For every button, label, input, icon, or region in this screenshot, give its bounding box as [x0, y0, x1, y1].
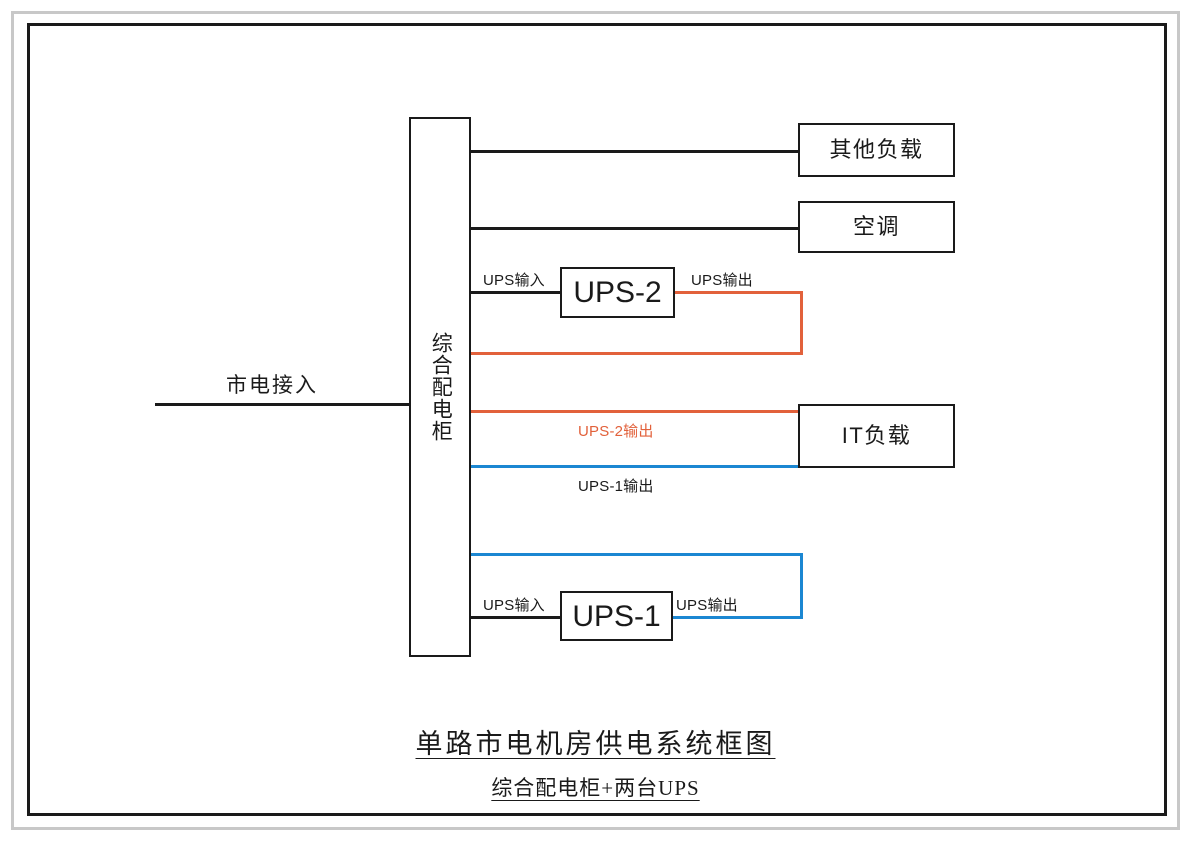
wire-ups1-output-to-it-load	[471, 465, 799, 468]
diagram-subtitle: 综合配电柜+两台UPS	[0, 772, 1191, 802]
wire-cabinet-to-ups2-input	[471, 291, 561, 294]
page-outer-frame	[11, 11, 1180, 830]
diagram-title-text: 单路市电机房供电系统框图	[415, 729, 776, 759]
wire-ups1-output-riser	[800, 553, 803, 619]
node-distribution-cabinet[interactable]: 综合配电柜	[409, 117, 471, 657]
wire-ups1-output-bottom	[673, 616, 803, 619]
node-ups-1-label: UPS-1	[572, 599, 661, 633]
diagram-subtitle-text: 综合配电柜+两台UPS	[491, 776, 700, 800]
node-other-load[interactable]: 其他负载	[798, 123, 955, 177]
label-ups1-output-to-it: UPS-1输出	[578, 478, 654, 495]
diagram-inner-frame: 市电接入 UPS输入 UPS输出 UPS-2输出 UPS-1输出 UPS输出	[27, 23, 1167, 816]
node-ups-2-label: UPS-2	[573, 276, 662, 309]
wire-cabinet-to-ups1-input	[471, 616, 561, 619]
label-ups1-output-short: UPS输出	[676, 597, 738, 614]
label-ups2-output-short: UPS输出	[691, 272, 753, 289]
node-air-conditioner-label: 空调	[852, 213, 900, 239]
label-ups2-input: UPS输入	[483, 272, 545, 289]
wire-cabinet-to-aircon	[471, 227, 799, 230]
node-ups-1[interactable]: UPS-1	[560, 591, 673, 641]
wire-cabinet-to-other-load	[471, 150, 799, 153]
wire-ups2-output-to-it-load	[471, 410, 799, 413]
node-air-conditioner[interactable]: 空调	[798, 201, 955, 253]
node-other-load-label: 其他负载	[829, 136, 924, 162]
label-mains-input: 市电接入	[226, 374, 318, 397]
wire-ups1-output-return	[471, 553, 803, 556]
label-ups1-input: UPS输入	[483, 597, 545, 614]
wire-ups2-output-top	[675, 291, 803, 294]
diagram-title: 单路市电机房供电系统框图	[0, 722, 1191, 761]
label-ups2-output-to-it: UPS-2输出	[578, 423, 654, 440]
wire-ups2-output-riser	[800, 291, 803, 355]
node-it-load-label: IT负载	[841, 422, 912, 448]
wire-mains-input	[155, 403, 413, 406]
node-ups-2[interactable]: UPS-2	[560, 267, 675, 318]
wire-ups2-output-return	[471, 352, 803, 355]
node-it-load[interactable]: IT负载	[798, 404, 955, 468]
node-distribution-cabinet-label: 综合配电柜	[429, 332, 453, 442]
